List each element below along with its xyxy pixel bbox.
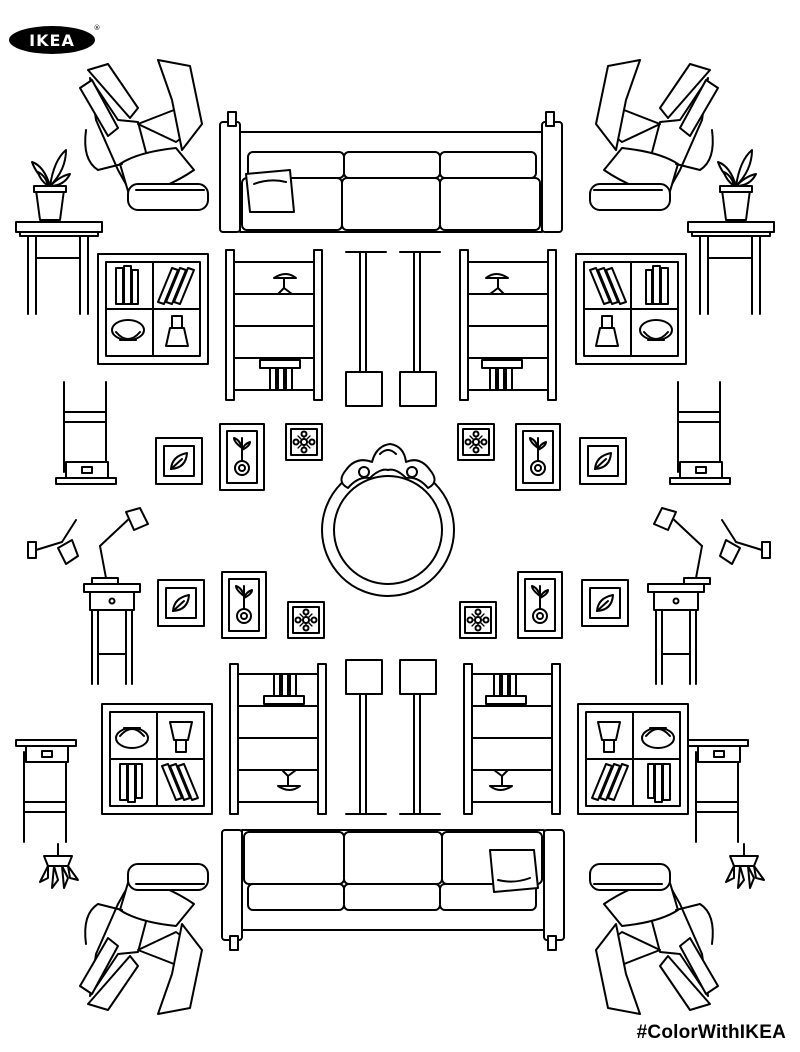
armchair-icon [589, 59, 719, 211]
picture-frame-icon [287, 601, 325, 639]
chair-icon [15, 739, 77, 843]
picture-frame-icon [221, 571, 267, 639]
side-table-icon [687, 221, 775, 315]
picture-frame-icon [579, 437, 627, 485]
nightstand-icon [647, 583, 705, 685]
picture-frame-icon [285, 423, 323, 461]
picture-frame-icon [157, 579, 205, 627]
nightstand-icon [83, 583, 141, 685]
sofa-icon [219, 111, 563, 233]
wall-lamp-icon [27, 519, 79, 565]
pendant-lamp-icon [725, 843, 765, 889]
sofa-icon [221, 829, 565, 951]
wall-lamp-icon [719, 519, 771, 565]
shelf-unit-icon [229, 663, 327, 815]
hashtag-label: #ColorWithIKEA [636, 1022, 786, 1043]
armchair-icon [589, 863, 719, 1015]
picture-frame-icon [155, 437, 203, 485]
bookcase-icon [97, 253, 209, 365]
chair-icon [687, 739, 749, 843]
bookcase-icon [101, 703, 213, 815]
floor-lamp-icon [399, 251, 441, 407]
picture-frame-icon [517, 571, 563, 639]
armchair-icon [79, 59, 209, 211]
floor-lamp-icon [345, 659, 387, 815]
desk-lamp-icon [91, 507, 149, 585]
floor-lamp-icon [345, 251, 387, 407]
side-table-icon [15, 221, 103, 315]
ikea-logo: IKEA ® [9, 24, 101, 54]
shelf-unit-icon [225, 249, 323, 401]
bookcase-icon [575, 253, 687, 365]
picture-frame-icon [457, 423, 495, 461]
round-mirror-icon [321, 443, 455, 597]
shelf-unit-icon [463, 663, 561, 815]
registered-mark: ® [94, 24, 101, 32]
picture-frame-icon [581, 579, 629, 627]
chair-icon [669, 381, 731, 485]
picture-frame-icon [459, 601, 497, 639]
picture-frame-icon [515, 423, 561, 491]
chair-icon [55, 381, 117, 485]
pendant-lamp-icon [39, 843, 79, 889]
desk-lamp-icon [653, 507, 711, 585]
floor-lamp-icon [399, 659, 441, 815]
picture-frame-icon [219, 423, 265, 491]
bookcase-icon [577, 703, 689, 815]
shelf-unit-icon [459, 249, 557, 401]
potted-plant-icon [31, 149, 71, 221]
logo-text: IKEA [29, 31, 75, 50]
potted-plant-icon [717, 149, 757, 221]
armchair-icon [79, 863, 209, 1015]
